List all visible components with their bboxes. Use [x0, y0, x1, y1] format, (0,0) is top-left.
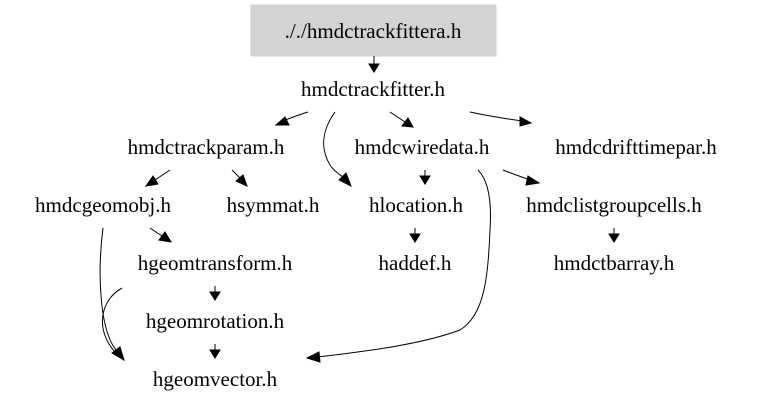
- arrowhead: [401, 117, 414, 128]
- node-haddef[interactable]: haddef.h: [379, 251, 452, 275]
- arrowhead: [111, 346, 125, 362]
- arrowhead: [158, 231, 172, 243]
- edge-hmdcgeomobj-to-hgeomtransform: [149, 227, 163, 237]
- edges: [99, 56, 620, 363]
- arrowhead: [305, 351, 321, 363]
- edge-hmdctrackparam-to-hmdcgeomobj: [154, 169, 171, 181]
- root-node-box: [250, 4, 497, 57]
- edge-hmdctrackfitter-to-hmdcdrifttimepar: [469, 111, 523, 122]
- node-hgeomrotation[interactable]: hgeomrotation.h: [146, 309, 285, 333]
- node-hgeomvector[interactable]: hgeomvector.h: [153, 367, 278, 391]
- node-hlocation[interactable]: hlocation.h: [369, 193, 463, 217]
- node-hmdcwiredata[interactable]: hmdcwiredata.h: [355, 135, 490, 159]
- arrowhead: [608, 233, 620, 243]
- arrowhead: [209, 291, 221, 301]
- edge-hmdcwiredata-to-hmdclistgroupcells: [502, 169, 531, 181]
- node-hgeomtransform[interactable]: hgeomtransform.h: [138, 251, 293, 275]
- edge-hmdcwiredata-to-hgeomvector: [317, 169, 491, 358]
- edge-hgeomtransform-to-hgeomvector: [101, 287, 123, 353]
- node-hmdclistgroupcells[interactable]: hmdclistgroupcells.h: [526, 193, 702, 217]
- edge-hmdctrackparam-to-hsymmat: [231, 169, 241, 179]
- arrowhead: [419, 175, 431, 185]
- arrowhead: [209, 349, 221, 359]
- arrowhead: [368, 63, 380, 73]
- node-hmdctrackfitter[interactable]: hmdctrackfitter.h: [301, 77, 446, 101]
- node-hmdcgeomobj[interactable]: hmdcgeomobj.h: [35, 193, 171, 217]
- node-hsymmat[interactable]: hsymmat.h: [227, 193, 320, 217]
- arrowhead: [274, 116, 290, 126]
- arrowhead: [519, 116, 533, 127]
- arrowhead: [525, 175, 541, 186]
- arrowhead: [338, 172, 352, 188]
- node-hmdctbarray[interactable]: hmdctbarray.h: [554, 251, 675, 275]
- arrowhead: [144, 175, 159, 187]
- edge-hmdctrackfitter-to-hlocation: [323, 111, 344, 178]
- node-hmdcdrifttimepar[interactable]: hmdcdrifttimepar.h: [555, 135, 717, 159]
- arrowhead: [409, 233, 421, 243]
- arrowhead: [235, 174, 248, 187]
- nodes: ././hmdctrackfittera.h hmdctrackfitter.h…: [35, 19, 717, 391]
- edge-hmdcgeomobj-to-hgeomvector: [99, 227, 117, 351]
- node-hmdctrackparam[interactable]: hmdctrackparam.h: [128, 135, 285, 159]
- node-hmdctrackfittera[interactable]: ././hmdctrackfittera.h: [285, 19, 462, 43]
- edge-hmdctrackfitter-to-hmdcwiredata: [389, 111, 406, 123]
